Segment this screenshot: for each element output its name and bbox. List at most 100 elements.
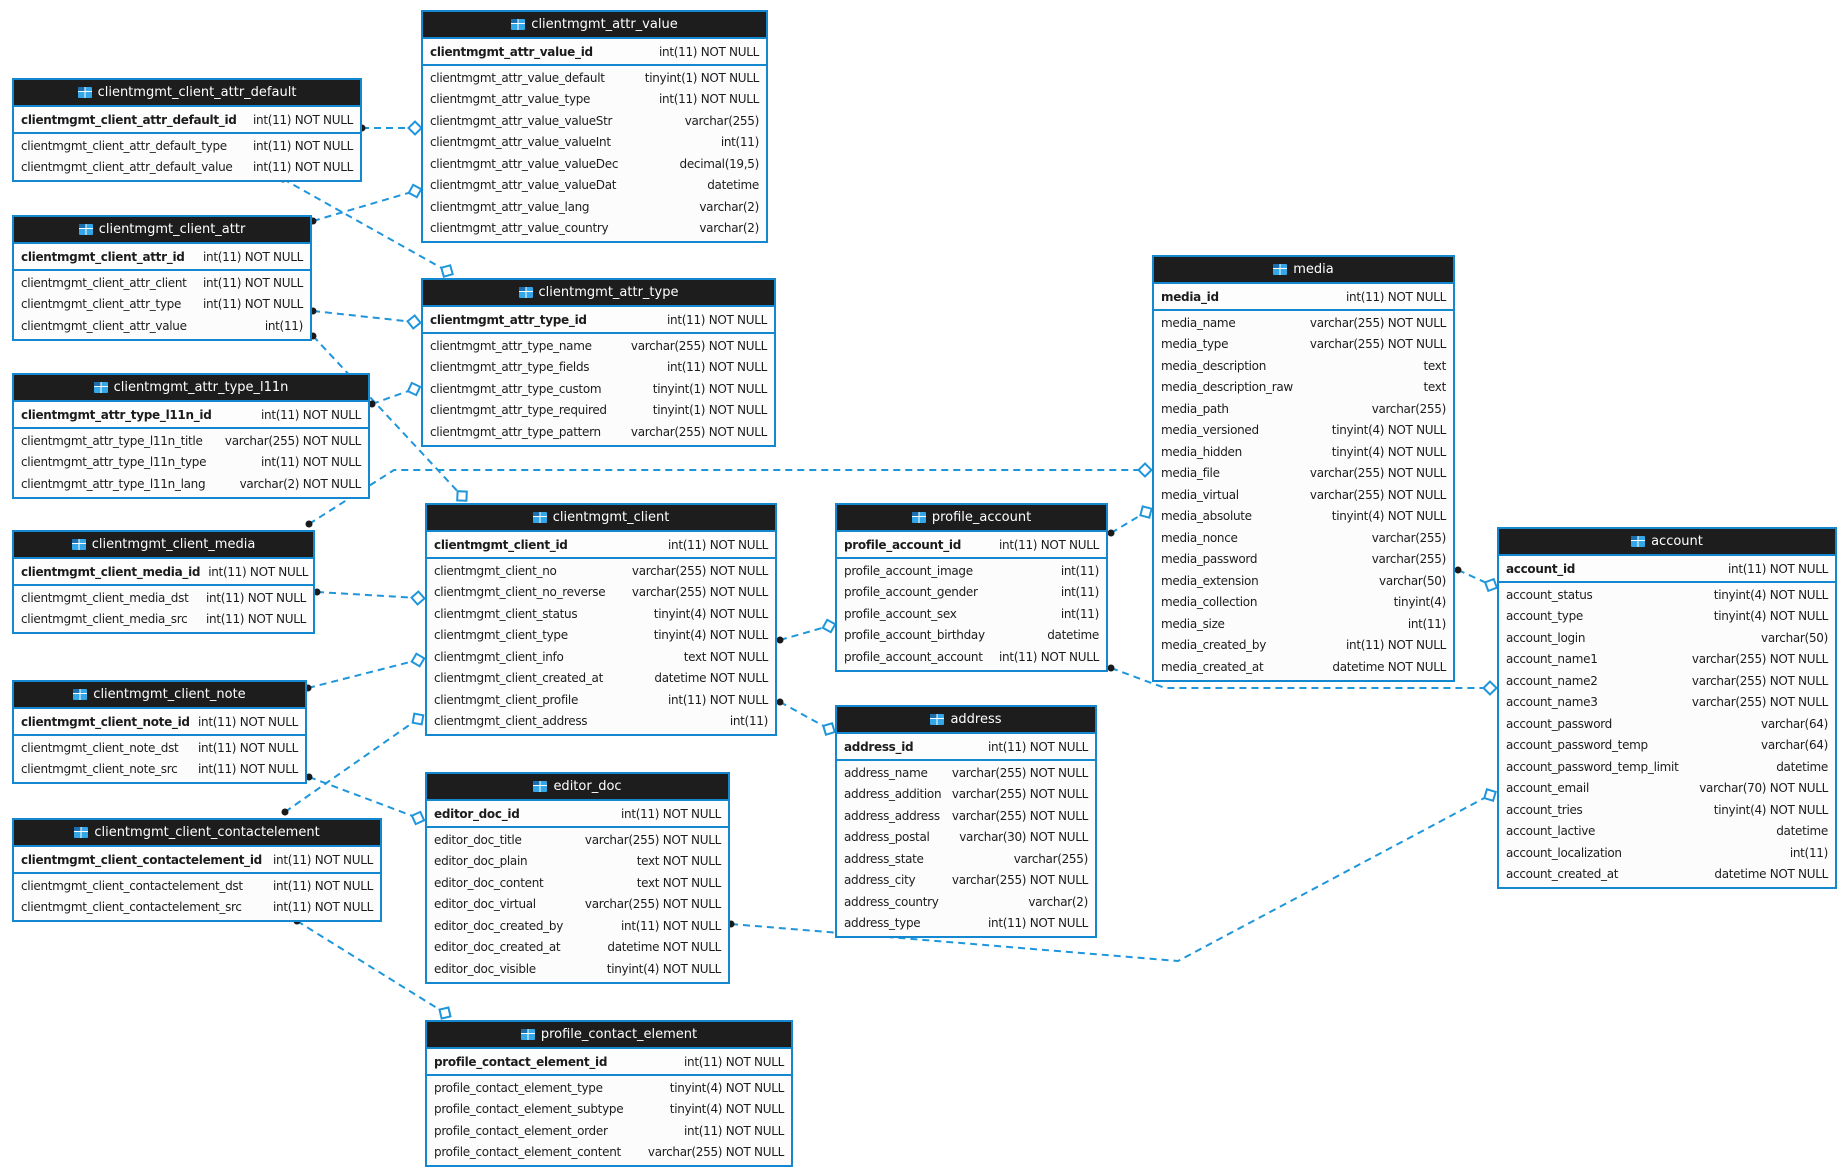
pk-section: clientmgmt_attr_value_id int(11) NOT NULL — [423, 39, 766, 66]
table-title: clientmgmt_client — [552, 510, 670, 525]
table-clientmgmt_client_attr_default[interactable]: clientmgmt_client_attr_default clientmgmt… — [12, 78, 362, 182]
field-name: address_addition — [844, 787, 942, 802]
relationship-line-profile_account-to-media[interactable] — [1110, 511, 1147, 534]
table-icon — [520, 1029, 535, 1040]
field-type: text — [1423, 358, 1447, 373]
field-name: account_status — [1506, 587, 1593, 602]
table-header[interactable]: clientmgmt_client_attr — [14, 217, 310, 244]
field-type: tinyint(4) NOT NULL — [1713, 802, 1829, 817]
field-type: varchar(255) NOT NULL — [951, 808, 1088, 823]
relationship-line-clientmgmt_client_attr-to-clientmgmt_client[interactable] — [312, 335, 463, 497]
field-type: varchar(50) — [1379, 573, 1446, 588]
table-header[interactable]: clientmgmt_client_note — [14, 682, 305, 709]
field-type: int(11) NOT NULL — [659, 44, 759, 59]
field-name: profile_account_sex — [844, 606, 957, 621]
field-type: int(11) NOT NULL — [273, 878, 373, 893]
table-header[interactable]: clientmgmt_client — [427, 505, 775, 532]
table-header[interactable]: editor_doc — [427, 774, 728, 801]
table-header[interactable]: address — [837, 707, 1095, 734]
table-clientmgmt_attr_type_l11n[interactable]: clientmgmt_attr_type_l11n clientmgmt_attr… — [12, 373, 370, 499]
relationship-line-clientmgmt_client_attr-to-clientmgmt_attr_type[interactable] — [312, 310, 415, 323]
field-name: clientmgmt_client_note_src — [21, 762, 178, 777]
field-type: int(11) NOT NULL — [667, 360, 767, 375]
table-header[interactable]: clientmgmt_attr_type — [423, 280, 774, 307]
field-type: varchar(255) NOT NULL — [951, 873, 1088, 888]
field-name: profile_account_gender — [844, 585, 978, 600]
table-clientmgmt_attr_type[interactable]: clientmgmt_attr_type clientmgmt_attr_type… — [421, 278, 776, 447]
relationship-target-diamond — [406, 381, 422, 397]
field-name: account_login — [1506, 630, 1586, 645]
relationship-line-clientmgmt_client_contactelement-to-profile_contact_element[interactable] — [296, 920, 446, 1014]
field-name: clientmgmt_client_status — [434, 606, 578, 621]
field-type: tinyint(4) NOT NULL — [606, 961, 722, 976]
table-header[interactable]: clientmgmt_attr_value — [423, 12, 766, 39]
field-type: int(11) NOT NULL — [1346, 638, 1446, 653]
relationship-line-clientmgmt_client_note-to-editor_doc[interactable] — [308, 776, 419, 819]
table-profile_contact_element[interactable]: profile_contact_element profile_contact_e… — [425, 1020, 793, 1167]
relationship-line-clientmgmt_client_attr-to-clientmgmt_attr_value[interactable] — [312, 190, 416, 222]
table-header[interactable]: profile_contact_element — [427, 1022, 791, 1049]
field-type: int(11) — [720, 135, 759, 150]
field-type: tinyint(4) NOT NULL — [669, 1102, 785, 1117]
field-type: tinyint(4) — [1393, 595, 1447, 610]
table-title: profile_contact_element — [540, 1027, 698, 1042]
table-header[interactable]: media — [1154, 257, 1453, 284]
table-header[interactable]: account — [1499, 529, 1835, 556]
table-header[interactable]: profile_account — [837, 505, 1106, 532]
field-name: media_virtual — [1161, 487, 1239, 502]
relationship-line-clientmgmt_client_media-to-clientmgmt_client[interactable] — [316, 591, 419, 599]
relationship-line-clientmgmt_client_attr_default-to-clientmgmt_attr_type[interactable] — [282, 178, 448, 272]
relationship-line-clientmgmt_client_contactelement-to-clientmgmt_client[interactable] — [284, 718, 419, 813]
relationship-line-clientmgmt_client_note-to-clientmgmt_client[interactable] — [307, 659, 419, 689]
table-header[interactable]: clientmgmt_client_media — [14, 532, 313, 559]
table-header[interactable]: clientmgmt_client_attr_default — [14, 80, 360, 107]
field-type: tinyint(1) NOT NULL — [652, 381, 768, 396]
table-title: account — [1651, 534, 1703, 549]
relationship-line-clientmgmt_client_media-to-media[interactable] — [308, 469, 1145, 525]
field-name: profile_contact_element_subtype — [434, 1102, 624, 1117]
field-type: text NOT NULL — [683, 649, 769, 664]
relationship-target-diamond — [1139, 505, 1153, 519]
field-name: clientmgmt_attr_value_id — [430, 44, 593, 59]
relationship-line-clientmgmt_client-to-profile_account[interactable] — [779, 625, 830, 641]
table-header[interactable]: clientmgmt_client_contactelement — [14, 820, 380, 847]
relationship-target-diamond — [410, 810, 426, 826]
field-type: varchar(2) NOT NULL — [239, 476, 362, 491]
field-name: profile_contact_element_order — [434, 1123, 608, 1138]
relationship-line-clientmgmt_client-to-address[interactable] — [779, 701, 830, 730]
table-header[interactable]: clientmgmt_attr_type_l11n — [14, 375, 368, 402]
relationship-target-diamond — [821, 618, 837, 634]
table-clientmgmt_client_attr[interactable]: clientmgmt_client_attr clientmgmt_client_… — [12, 215, 312, 341]
field-name: clientmgmt_client_info — [434, 649, 564, 664]
